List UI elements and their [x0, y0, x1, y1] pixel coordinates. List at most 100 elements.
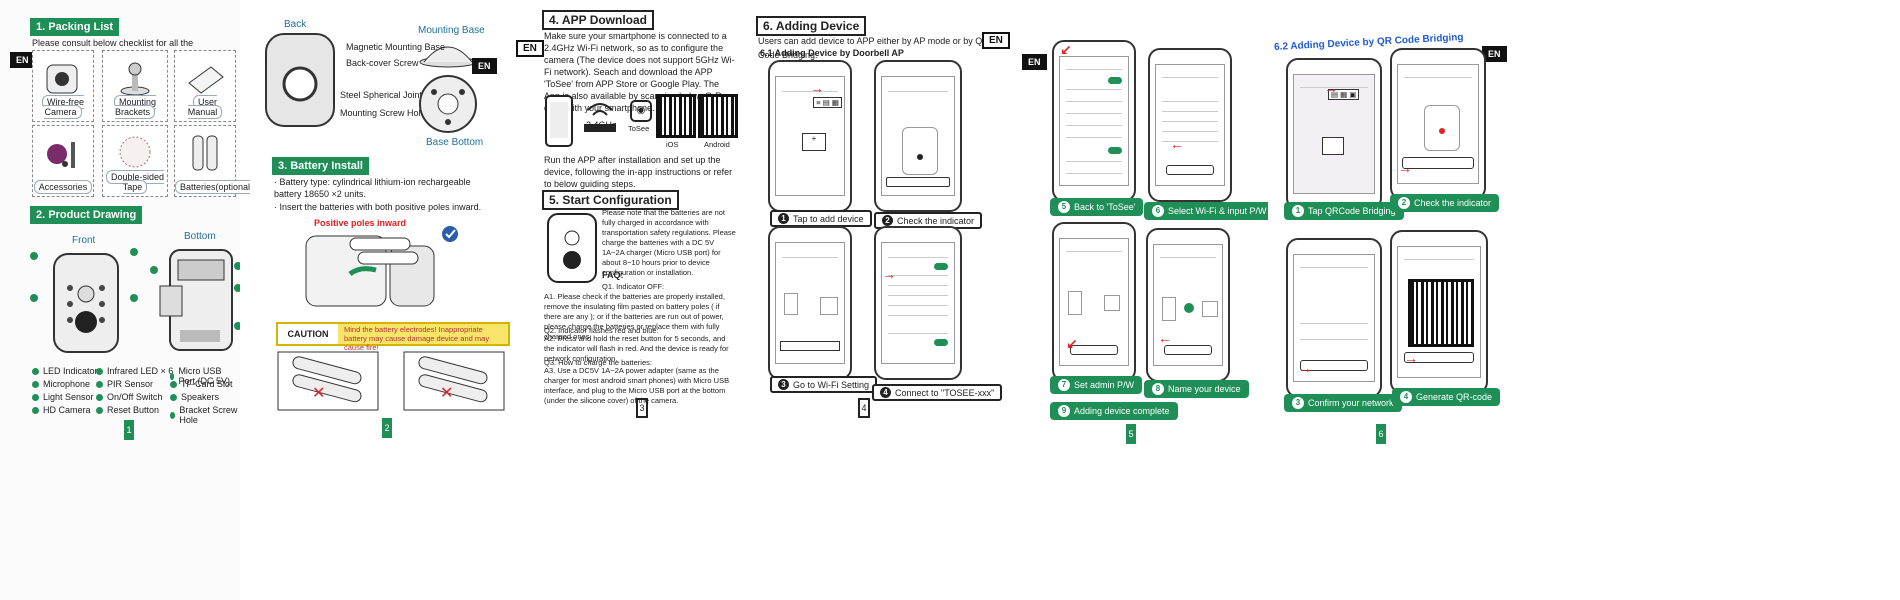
legend-item: PIR Sensor — [96, 379, 153, 389]
next-button[interactable] — [1070, 345, 1118, 355]
next-button[interactable] — [1404, 352, 1474, 363]
android-label: Android — [704, 140, 730, 149]
legend-item: HD Camera — [32, 405, 91, 415]
item-label: User Manual — [187, 95, 223, 119]
faq-q2: Q2. Indicator flashes red and blue: — [544, 326, 659, 335]
page-3: 4. APP Download EN Make sure your smartp… — [516, 0, 740, 600]
phone-screen-1: + ≡ ▤ ▦ → — [768, 60, 852, 212]
phone-screen-qr-1: ▤ ▦ ▣ → — [1286, 58, 1382, 210]
caution-text: Mind the battery electrodes! Inappropria… — [344, 325, 490, 352]
camera-front-icon — [547, 213, 597, 283]
device-graphic — [1202, 301, 1218, 317]
legend-item: TF-Card Slot — [170, 379, 233, 389]
app-download-heading: 4. APP Download — [542, 10, 655, 30]
svg-text:✕: ✕ — [312, 385, 325, 402]
legend-item: On/Off Switch — [96, 392, 162, 402]
phone-screen-qr-3: → — [1286, 238, 1382, 398]
item-card-accessories: Accessories — [32, 125, 94, 197]
faq-label: FAQ: — [602, 270, 624, 280]
camera-bottom-drawing — [150, 249, 240, 351]
ios-label: iOS — [666, 140, 679, 149]
phone-screen-5: ↙ — [1052, 40, 1136, 202]
next-button[interactable] — [1166, 165, 1214, 175]
device-graphic — [1104, 295, 1120, 311]
arrow-indicator: → — [1298, 360, 1312, 376]
caution-box: CAUTION Mind the battery electrodes! Ina… — [276, 322, 510, 352]
device-illustration — [902, 127, 938, 175]
phone-screen-qr-4: → — [1390, 230, 1488, 394]
camera-icon — [46, 64, 78, 94]
item-card-brackets: Mounting Brackets — [102, 50, 168, 122]
next-button[interactable] — [1300, 360, 1368, 371]
tosee-app-icon: ◉ — [630, 100, 652, 122]
part-label: Mounting Screw Hole — [340, 108, 426, 118]
page-number: 3 — [636, 398, 648, 418]
en-badge: EN — [10, 52, 35, 68]
faq-a3: A3. Use a DC5V 1A~2A power adapter (same… — [544, 366, 730, 405]
device-illustration — [1424, 105, 1460, 151]
item-card-batteries: Batteries(optional) — [174, 125, 259, 197]
battery-line: · Battery type: cylindrical lithium-ion … — [274, 177, 471, 199]
page-number: 6 — [1376, 424, 1386, 444]
manual-icon — [188, 66, 224, 94]
phone-screen-6: ← — [1148, 48, 1232, 202]
ap-subheading: 6.1 Adding Device by Doorbell AP — [760, 48, 904, 58]
adding-device-intro: Users can add device to APP either by AP… — [758, 36, 989, 60]
faq-a1: A1. Please check if the batteries are pr… — [544, 292, 725, 341]
page-2: Back Mounting Base Magnetic Mounting Bas… — [250, 0, 510, 600]
base-bottom-label: Base Bottom — [426, 137, 484, 148]
bottom-label: Bottom — [184, 231, 216, 242]
packing-list-heading: 1. Packing List — [30, 18, 120, 36]
battery-wrong-drawing: ✕ ✕ — [277, 351, 505, 411]
phone-graphic — [1162, 297, 1176, 321]
tape-icon — [119, 136, 151, 168]
legend-item: Speakers — [170, 392, 219, 402]
page-4: 6. Adding Device Users can add device to… — [750, 0, 1010, 600]
base-bottom-drawing — [419, 75, 477, 133]
app-download-text: Make sure your smartphone is connected t… — [544, 31, 735, 113]
item-label: Accessories — [33, 180, 93, 194]
en-badge: EN — [1482, 46, 1507, 62]
phone-screen-qr-2: → — [1390, 48, 1486, 200]
battery-icon — [192, 135, 218, 171]
wifi-router-icon — [584, 103, 616, 132]
arrow-indicator: ↙ — [1066, 336, 1078, 352]
complete-button[interactable] — [1164, 345, 1212, 355]
adding-device-heading: 6. Adding Device — [756, 16, 867, 36]
item-card-camera: Wire-free Camera — [32, 50, 94, 122]
arrow-indicator: → — [1398, 160, 1412, 176]
device-graphic — [820, 297, 838, 315]
enter-config-button[interactable] — [780, 341, 840, 351]
legend-item: Infrared LED × 6 — [96, 366, 173, 376]
legend-item: Reset Button — [96, 405, 159, 415]
phone-graphic — [1068, 291, 1082, 315]
faq-a2: A2. Press and hold the reset button for … — [544, 334, 729, 363]
positive-poles-label: Positive poles inward — [314, 218, 407, 228]
ios-qr-code — [656, 94, 696, 138]
next-button[interactable] — [1402, 157, 1474, 169]
arrow-indicator: → — [1324, 80, 1338, 96]
legend-item: Bracket Screw Hole — [170, 405, 240, 425]
start-config-text: Please note that the batteries are not f… — [602, 208, 736, 277]
phone-graphic — [784, 293, 798, 315]
part-label: Steel Spherical Joint — [340, 90, 423, 100]
bracket-icon — [120, 62, 150, 96]
next-button[interactable] — [886, 177, 950, 187]
page-number: 2 — [382, 418, 392, 438]
page-number: 1 — [124, 420, 134, 440]
menu-popup: ▤ ▦ ▣ — [1328, 89, 1360, 100]
arrow-indicator: ← — [1170, 136, 1184, 152]
